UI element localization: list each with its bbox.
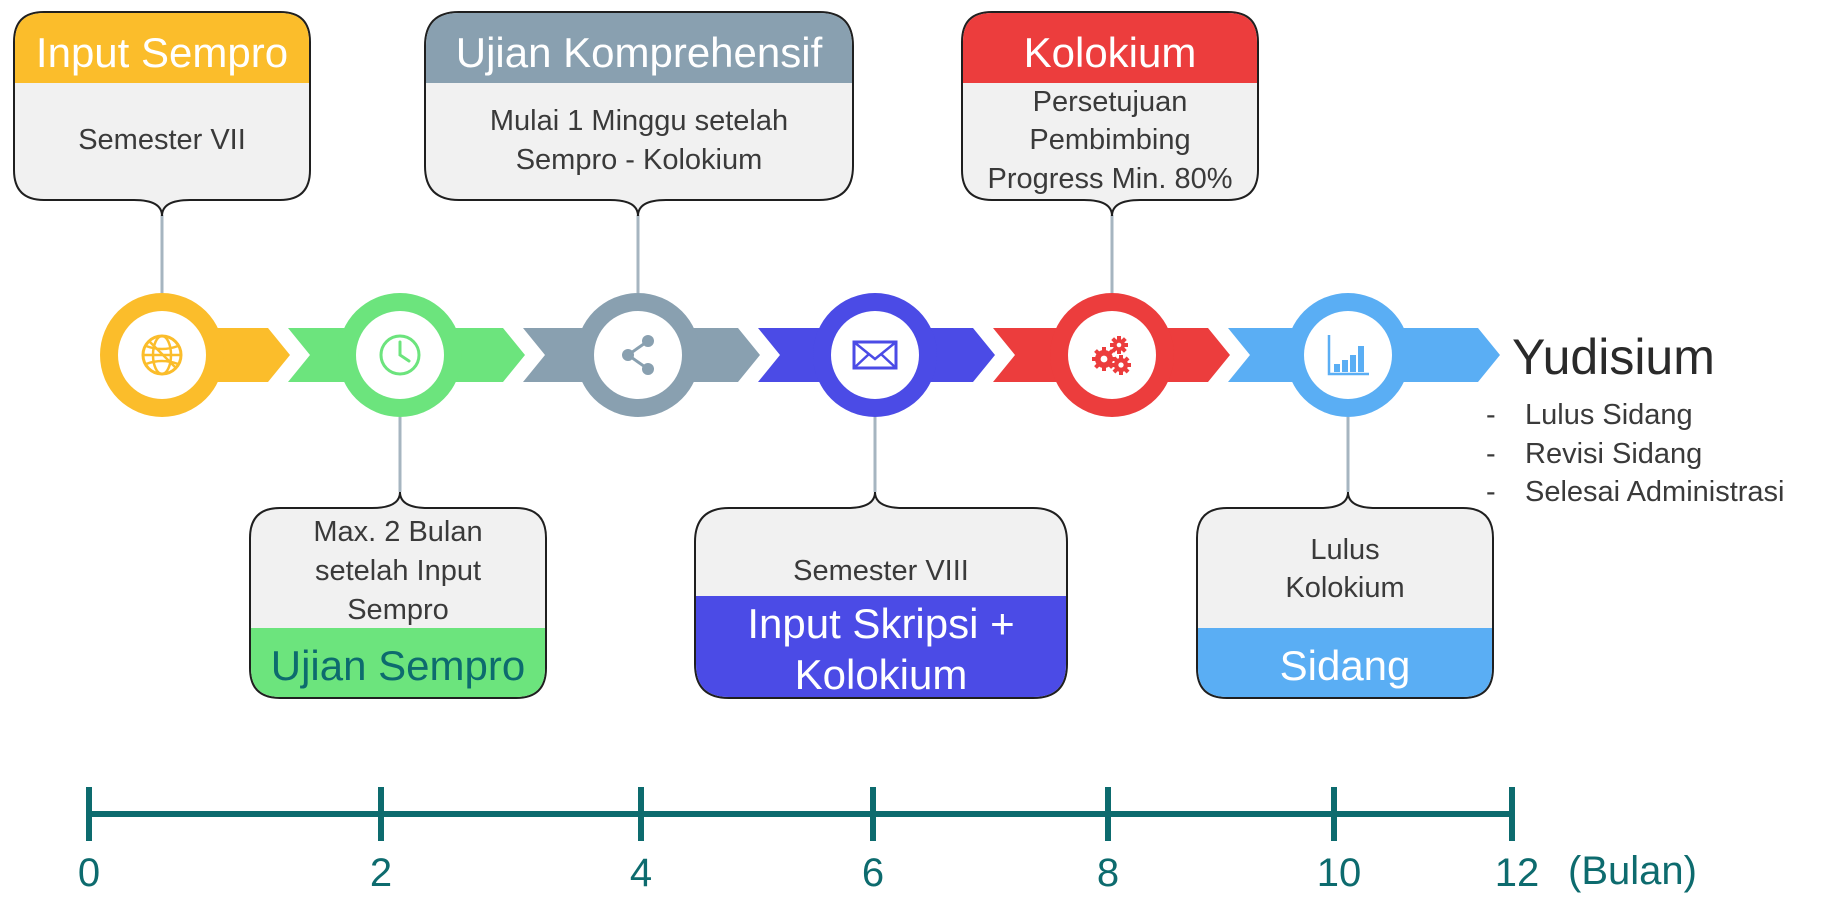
ujian-komprehensif-title: Ujian Komprehensif [455, 29, 823, 76]
yudisium-item: Selesai Administrasi [1525, 476, 1785, 508]
share-milestone [576, 293, 700, 417]
gears-milestone [1050, 293, 1174, 417]
gears-icon [1092, 336, 1131, 375]
input-sempro-text: Semester VII [78, 124, 246, 156]
callout-header [426, 13, 852, 83]
callout-ujian-sempro [249, 491, 547, 699]
callout-header [15, 13, 309, 83]
input-skripsi-title-line-1: Input Skripsi + [747, 600, 1015, 647]
sidang-line-1: Lulus [1310, 534, 1380, 566]
input-skripsi-title-line-2: Kolokium [794, 651, 968, 698]
yudisium-title: Yudisium [1512, 329, 1715, 385]
kolokium-line-2: Pembimbing [1029, 124, 1191, 156]
bar-chart-milestone [1286, 293, 1410, 417]
axis-tick-label: 6 [861, 851, 885, 895]
callout-sidang [1196, 491, 1494, 699]
milestone-center [594, 311, 682, 399]
ujian-komprehensif-line-1: Mulai 1 Minggu setelah [489, 105, 789, 137]
yudisium-bullet: - [1486, 399, 1496, 431]
callout-header [963, 13, 1257, 83]
sidang-title: Sidang [1279, 642, 1411, 689]
kolokium-title: Kolokium [1023, 29, 1197, 76]
input-skripsi-text: Semester VIII [793, 555, 969, 587]
ujian-sempro-line-1: Max. 2 Bulan [313, 516, 483, 548]
axis-tick-label: 4 [629, 851, 653, 895]
clock-milestone [338, 293, 462, 417]
callout-input-sempro [13, 11, 311, 217]
callout-ujian-komprehensif [424, 11, 854, 217]
callout-input-skripsi [694, 491, 1068, 699]
yudisium-bullet: - [1486, 476, 1496, 508]
axis-unit-label: (Bulan) [1568, 849, 1697, 893]
yudisium-bullet: - [1486, 438, 1496, 470]
yudisium-item: Revisi Sidang [1525, 438, 1703, 470]
sidang-line-2: Kolokium [1285, 572, 1405, 604]
input-sempro-title: Input Sempro [35, 29, 289, 76]
callout-header [696, 596, 1066, 697]
clock-icon [379, 334, 421, 376]
globe-icon [141, 334, 183, 376]
axis-tick-label: 2 [369, 851, 393, 895]
mail-milestone [813, 293, 937, 417]
milestone-center [1304, 311, 1392, 399]
ujian-komprehensif-line-2: Sempro - Kolokium [515, 144, 763, 176]
ujian-sempro-line-3: Sempro [347, 594, 449, 626]
callout-kolokium [961, 11, 1259, 217]
axis-tick-label: 0 [77, 851, 101, 895]
globe-milestone [100, 293, 224, 417]
mail-icon [852, 340, 898, 370]
share-icon [622, 335, 654, 375]
bar-chart-icon [1327, 335, 1369, 376]
callout-header [251, 628, 545, 697]
callout-header [1198, 628, 1492, 697]
yudisium-item: Lulus Sidang [1525, 399, 1693, 431]
kolokium-line-3: Progress Min. 80% [987, 163, 1233, 195]
milestone-center [831, 311, 919, 399]
axis-tick-label: 10 [1316, 851, 1362, 895]
ujian-sempro-line-2: setelah Input [314, 555, 482, 587]
kolokium-line-1: Persetujuan [1032, 86, 1188, 118]
ujian-sempro-title: Ujian Sempro [270, 642, 526, 689]
axis-tick-label: 12 [1494, 851, 1540, 895]
axis-tick-label: 8 [1096, 851, 1120, 895]
